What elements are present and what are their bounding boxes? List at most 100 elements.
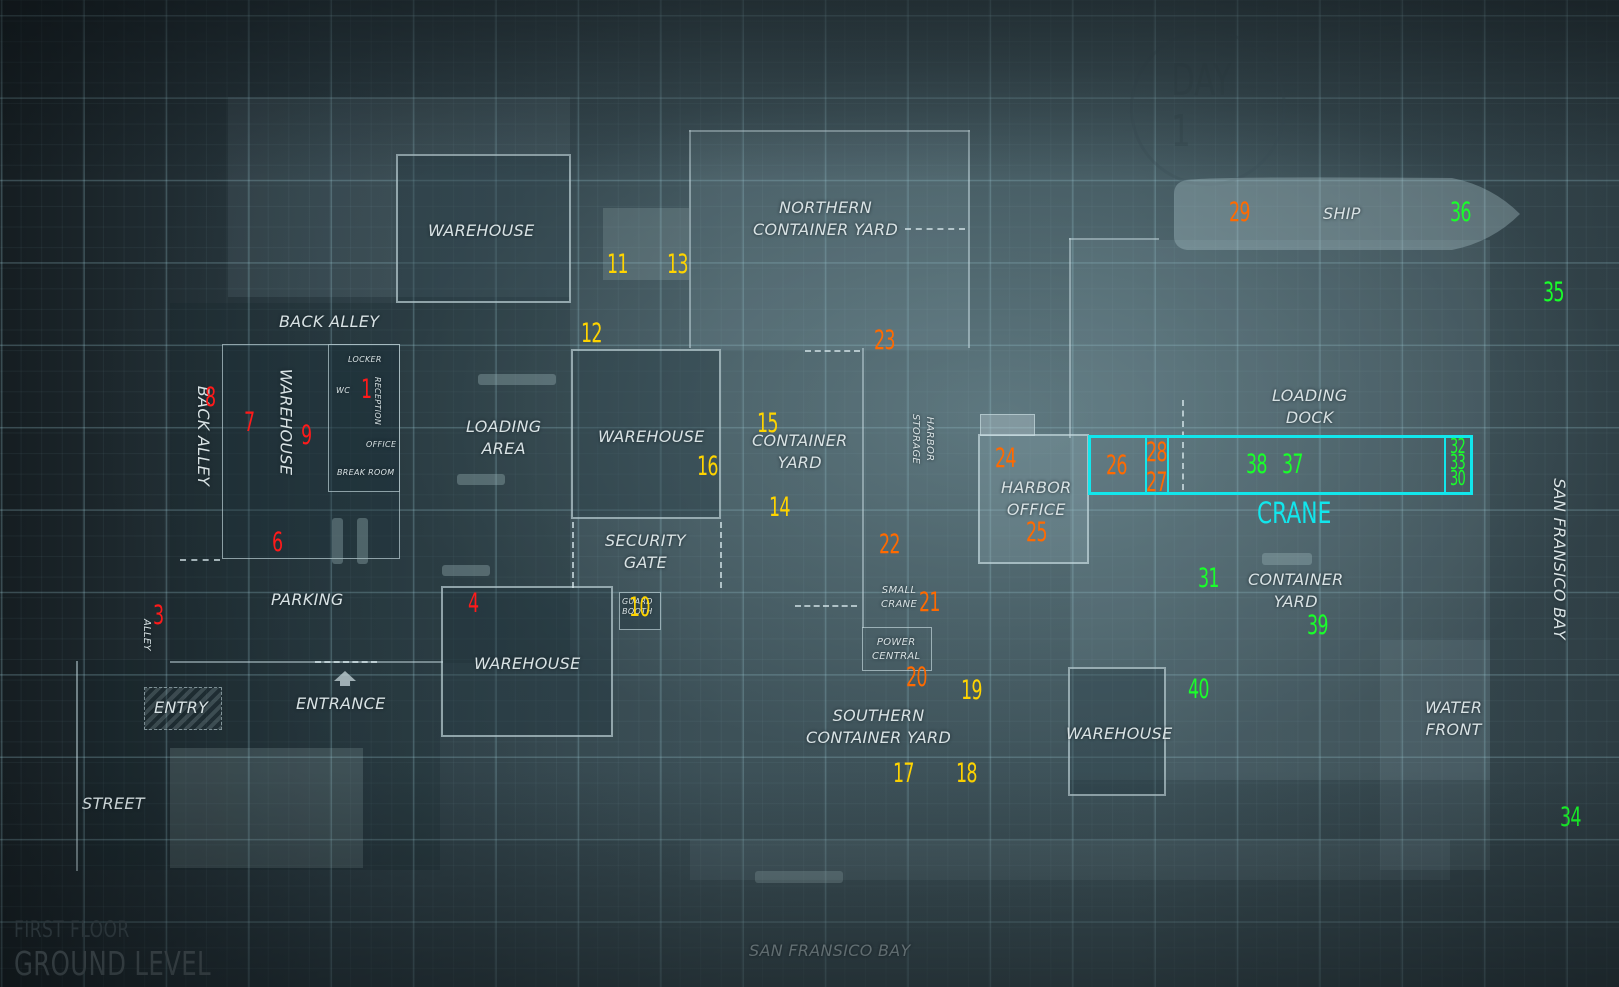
marker-15[interactable]: 15 [757,408,779,439]
marker-19[interactable]: 19 [961,675,983,706]
entrance-gate [315,661,377,663]
label-street: STREET [82,794,145,813]
marker-31[interactable]: 31 [1198,563,1220,594]
marker-38[interactable]: 38 [1246,449,1268,480]
vehicle [1262,553,1312,565]
zone-south-strip [690,840,1450,880]
label-locker: LOCKER [348,355,382,364]
marker-14[interactable]: 14 [769,492,791,523]
label-parking: PARKING [271,590,344,609]
label-office: OFFICE [366,440,397,449]
label-entry: ENTRY [154,698,209,717]
parking-wall [170,661,443,663]
marker-22[interactable]: 22 [879,529,901,560]
marker-23[interactable]: 23 [874,325,896,356]
crane-end [1444,435,1473,495]
label-warehouse-east: WAREHOUSE [1066,724,1173,743]
warehouse-small-outline [222,344,400,559]
label-ship: SHIP [1323,204,1361,223]
marker-26[interactable]: 26 [1106,450,1128,481]
warehouse-center-outline [571,349,721,519]
north-yard-wall-top [689,130,970,132]
marker-34[interactable]: 34 [1560,802,1582,833]
marker-8[interactable]: 8 [205,382,216,413]
marker-29[interactable]: 29 [1229,197,1251,228]
marker-39[interactable]: 39 [1307,610,1329,641]
office-block-outline [328,344,400,492]
marker-3[interactable]: 3 [153,600,164,631]
security-gate-left [572,522,574,588]
marker-24[interactable]: 24 [995,443,1017,474]
vehicle [457,474,505,485]
marker-10[interactable]: 10 [629,592,651,623]
ship-shape [1174,177,1520,250]
label-warehouse-small: WAREHOUSE [276,368,296,476]
entry-zone [144,687,222,730]
guard-booth-outline [619,592,661,630]
entrance-arrow-stem [340,681,350,686]
label-bay-south: SAN FRANSICO BAY [749,941,911,960]
marker-6[interactable]: 6 [272,527,283,558]
street-wall [76,661,78,871]
marker-28[interactable]: 28 [1146,437,1168,468]
marker-20[interactable]: 20 [906,662,928,693]
marker-12[interactable]: 12 [581,318,603,349]
crane-label: CRANE [1257,496,1332,530]
marker-11[interactable]: 11 [607,249,629,280]
marker-40[interactable]: 40 [1188,674,1210,705]
entrance-arrow-icon [334,671,356,681]
zone-south-lot [170,748,363,868]
marker-36[interactable]: 36 [1450,197,1472,228]
zone-water-front [1380,640,1490,870]
vehicle [478,374,556,385]
marker-9[interactable]: 9 [301,420,312,451]
label-bay-east: SAN FRANSICO BAY [1549,478,1569,640]
yard-gate-south [795,605,857,607]
label-warehouse-center: WAREHOUSE [598,427,705,446]
harbor-office-annex [980,414,1035,436]
vehicle [332,518,343,564]
marker-1[interactable]: 1 [361,374,372,405]
marker-25[interactable]: 25 [1026,517,1048,548]
label-back-alley-top: BACK ALLEY [279,312,380,331]
vehicle [442,565,490,576]
marker-35[interactable]: 35 [1543,277,1565,308]
marker-4[interactable]: 4 [468,588,479,619]
north-yard-wall-right [968,130,970,348]
marker-21[interactable]: 21 [919,587,941,618]
marker-30[interactable]: 30 [1450,466,1466,490]
floor-subtitle: FIRST FLOOR [14,918,130,943]
marker-18[interactable]: 18 [956,758,978,789]
label-warehouse-nw: WAREHOUSE [428,221,535,240]
marker-32[interactable]: 32 [1450,434,1466,458]
marker-7[interactable]: 7 [244,407,255,438]
day-stamp: DAY 1 [1130,30,1286,186]
zone-street [75,660,440,870]
label-wc: WC [336,386,351,395]
marker-27[interactable]: 27 [1146,467,1168,498]
label-reception: RECEPTION [373,376,383,426]
power-central-outline [862,627,932,671]
warehouse-nw-outline [396,154,571,303]
vehicle [357,518,368,564]
marker-17[interactable]: 17 [893,758,915,789]
marker-16[interactable]: 16 [697,451,719,482]
floor-title: GROUND LEVEL [14,944,212,983]
loading-dock-divider [1182,400,1184,490]
zone-back-alley [170,303,570,663]
marker-37[interactable]: 37 [1282,449,1304,480]
yard-gate-north [805,350,860,352]
marker-33[interactable]: 33 [1450,450,1466,474]
marker-13[interactable]: 13 [667,249,689,280]
